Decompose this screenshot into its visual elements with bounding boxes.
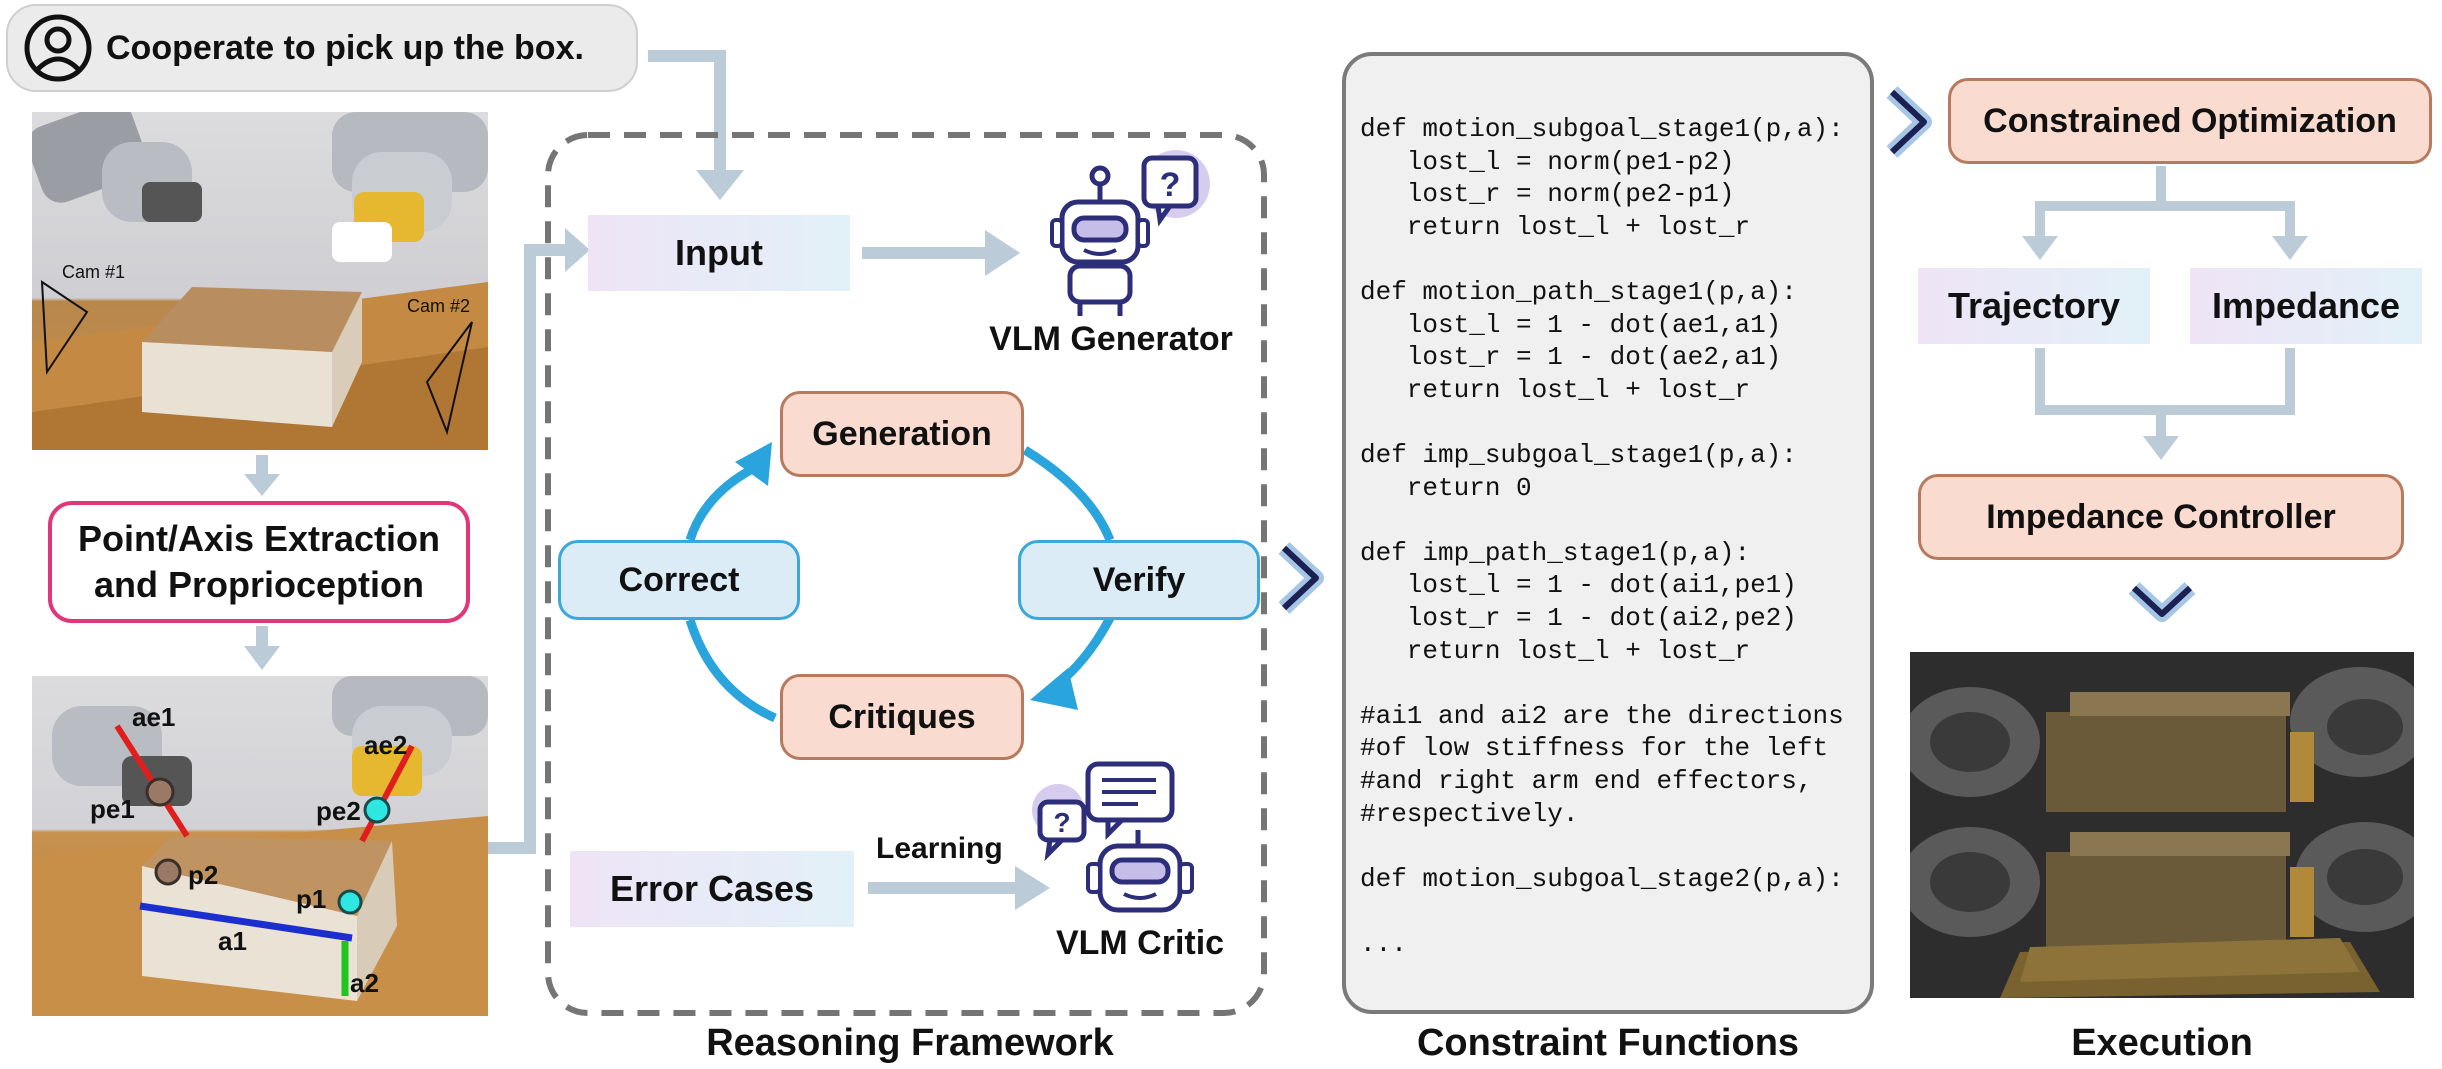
- reasoning-frame: [545, 132, 1267, 1016]
- learning-arrow: [868, 866, 1050, 910]
- input-label: Input: [675, 232, 763, 273]
- cam2-label: Cam #2: [407, 296, 471, 316]
- code-line: ...: [1360, 929, 1407, 959]
- code-line: return lost_l + lost_r: [1360, 211, 1751, 242]
- generator-robot-icon: ?: [1050, 150, 1210, 316]
- verify-label: Verify: [1092, 560, 1186, 599]
- task-prompt: Cooperate to pick up the box.: [6, 4, 638, 92]
- critic-label: VLM Critic: [1055, 924, 1225, 962]
- error-cases-label: Error Cases: [609, 868, 815, 909]
- svg-text:?: ?: [1053, 807, 1070, 838]
- code-line: #of low stiffness for the left: [1360, 733, 1829, 764]
- optimization-to-trajectory-impedance: [2035, 166, 2295, 240]
- code-block: def motion_subgoal_stage1(p,a): lost_l =…: [1360, 114, 1870, 994]
- kp-ae1: ae1: [132, 702, 176, 732]
- code-line: lost_l = 1 - dot(ae1,a1): [1360, 309, 1782, 340]
- cycle-arrowhead-generation: [735, 442, 772, 486]
- impedance-box: Impedance: [2190, 268, 2422, 344]
- impedance-label: Impedance: [2211, 285, 2401, 326]
- verify-box: Verify: [1018, 540, 1260, 620]
- photo-to-extraction-arrow: [244, 455, 280, 496]
- critic-robot-icon: ?: [1032, 761, 1194, 913]
- code-line: def imp_subgoal_stage1(p,a):: [1360, 440, 1797, 470]
- optimization-label: Constrained Optimization: [1983, 101, 2397, 140]
- code-line: def motion_subgoal_stage1(p,a):: [1360, 114, 1844, 144]
- kp-p2: p2: [188, 860, 219, 890]
- kp-pe2: pe2: [316, 796, 361, 826]
- controller-box: Impedance Controller: [1918, 474, 2404, 560]
- user-icon: [24, 14, 92, 82]
- trajectory-label: Trajectory: [1947, 285, 2121, 326]
- critiques-label: Critiques: [828, 697, 976, 736]
- kp-pe1: pe1: [90, 794, 135, 824]
- trajectory-impedance-to-controller: [2035, 348, 2295, 440]
- svg-text:?: ?: [1160, 166, 1181, 204]
- extraction-line2: and Proprioception: [93, 564, 424, 605]
- input-box: Input: [588, 215, 850, 291]
- chevron-right-icon-1: [1278, 542, 1324, 614]
- cam1-label: Cam #1: [62, 262, 126, 282]
- task-prompt-text: Cooperate to pick up the box.: [106, 28, 584, 67]
- kp-ae2: ae2: [364, 730, 408, 760]
- code-line: lost_r = 1 - dot(ai2,pe2): [1360, 603, 1797, 633]
- generator-label: VLM Generator: [989, 320, 1233, 358]
- code-line: lost_r = 1 - dot(ae2,a1): [1360, 342, 1782, 373]
- scene-photo-keypoints: ae1 ae2 pe1 pe2 p2 p1 a1 a2: [32, 676, 488, 1016]
- extraction-box: Point/Axis Extraction and Proprioception: [48, 501, 470, 623]
- chevron-down-icon: [2128, 582, 2196, 622]
- constraints-title: Constraint Functions: [1416, 1022, 1800, 1064]
- learning-label: Learning: [876, 832, 1003, 865]
- trajectory-box: Trajectory: [1918, 268, 2150, 344]
- code-line: return 0: [1360, 472, 1532, 503]
- code-line: lost_l = 1 - dot(ai1,pe1): [1360, 570, 1797, 601]
- code-line: return lost_l + lost_r: [1360, 635, 1751, 666]
- generation-label: Generation: [812, 414, 992, 453]
- code-line: return lost_l + lost_r: [1360, 374, 1751, 405]
- code-line: #and right arm end effectors,: [1360, 766, 1813, 796]
- code-line: def motion_subgoal_stage2(p,a):: [1360, 863, 1844, 894]
- generation-box: Generation: [780, 391, 1024, 477]
- extraction-line1: Point/Axis Extraction: [77, 518, 441, 559]
- kp-a2: a2: [350, 968, 379, 998]
- kp-a1: a1: [218, 926, 247, 956]
- kp-p1: p1: [296, 884, 327, 914]
- code-line: def motion_path_stage1(p,a):: [1360, 277, 1797, 307]
- code-line: def imp_path_stage1(p,a):: [1360, 537, 1751, 568]
- execution-title: Execution: [2071, 1022, 2253, 1064]
- correct-label: Correct: [618, 560, 740, 599]
- code-line: #respectively.: [1360, 798, 1579, 829]
- extraction-to-photo-arrow: [244, 626, 280, 670]
- optimization-box: Constrained Optimization: [1948, 78, 2432, 164]
- chevron-right-icon-2: [1886, 86, 1932, 158]
- execution-pointcloud-image: [1910, 652, 2414, 998]
- reasoning-title: Reasoning Framework: [706, 1022, 1114, 1064]
- critiques-box: Critiques: [780, 674, 1024, 760]
- prompt-to-input-arrow: [648, 50, 744, 200]
- cycle-arrowhead-verify: [1030, 668, 1078, 710]
- correct-box: Correct: [558, 540, 800, 620]
- code-line: lost_r = norm(pe2-p1): [1360, 179, 1735, 210]
- controller-label: Impedance Controller: [1986, 497, 2336, 536]
- code-line: #ai1 and ai2 are the directions: [1360, 700, 1844, 731]
- input-to-generator-arrow: [862, 230, 1020, 276]
- scene-photo-cameras: Cam #1 Cam #2: [32, 112, 488, 450]
- error-cases-box: Error Cases: [570, 851, 854, 927]
- code-line: lost_l = norm(pe1-p2): [1360, 146, 1735, 177]
- code-panel: def motion_subgoal_stage1(p,a): lost_l =…: [1342, 52, 1874, 1014]
- keypoints-to-input-arrow: [488, 228, 590, 854]
